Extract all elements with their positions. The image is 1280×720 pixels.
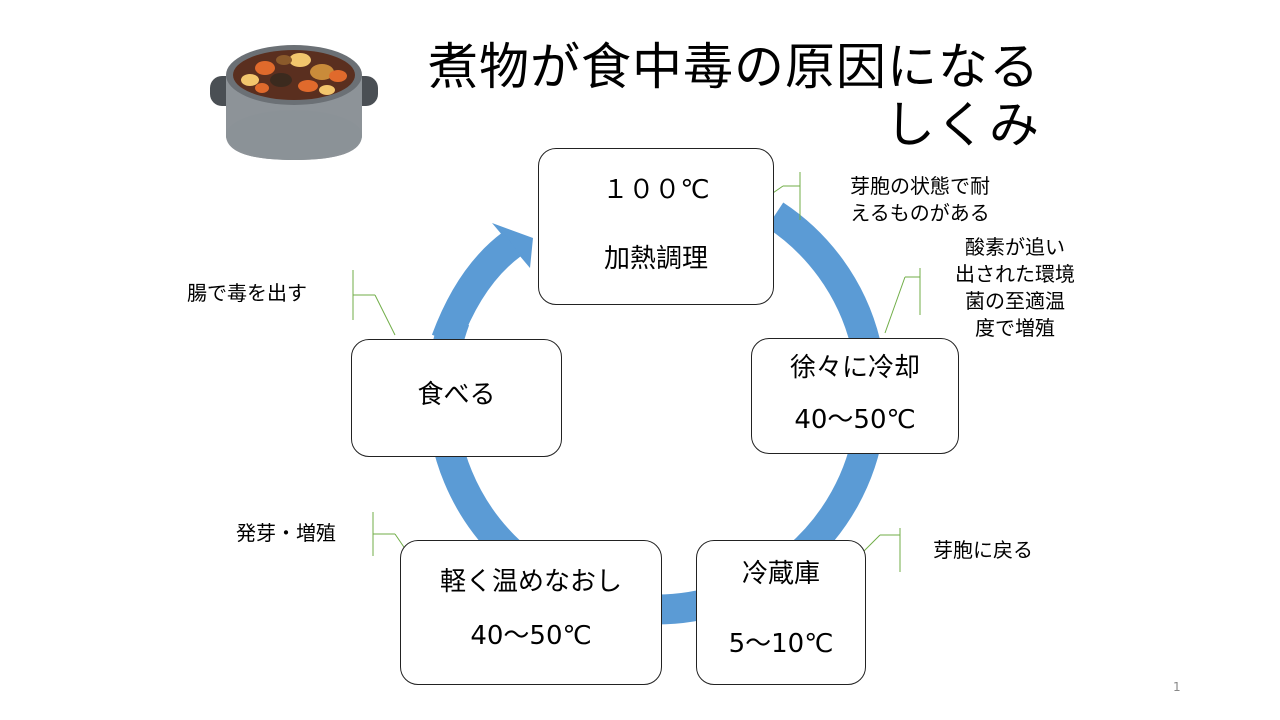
- step-heating-temp: １００℃: [602, 175, 710, 205]
- note-anaerobic-line2: 出された環境: [955, 262, 1075, 286]
- note-anaerobic-line4: 度で増殖: [975, 316, 1055, 340]
- step-cooling-box: 徐々に冷却 40～50℃: [751, 338, 959, 454]
- step-cooling-temp: 40～50℃: [794, 405, 916, 435]
- note-spore-survive-line2: えるものがある: [850, 201, 990, 225]
- step-fridge-temp: 5～10℃: [728, 629, 834, 659]
- note-anaerobic-line1: 酸素が追い: [965, 235, 1065, 259]
- step-reheat-label: 軽く温めなおし: [439, 567, 622, 597]
- note-spore-survive: 芽胞の状態で耐 えるものがある: [820, 173, 1020, 227]
- step-heating-label: 加熱調理: [603, 244, 708, 274]
- step-heating-box: １００℃ 加熱調理: [538, 148, 774, 305]
- page-number: 1: [1173, 680, 1181, 694]
- step-eat-box: 食べる: [351, 339, 562, 457]
- step-eat-label: 食べる: [417, 380, 496, 410]
- title-line-2: しくみ: [885, 96, 1040, 154]
- note-anaerobic: 酸素が追い 出された環境 菌の至適温 度で増殖: [942, 234, 1088, 342]
- note-anaerobic-line3: 菌の至適温: [965, 289, 1065, 313]
- step-reheat-temp: 40～50℃: [470, 621, 592, 651]
- note-toxin: 腸で毒を出す: [187, 281, 307, 305]
- page-title: 煮物が食中毒の原因になる しくみ: [340, 38, 1040, 154]
- note-back-to-spore: 芽胞に戻る: [933, 538, 1033, 562]
- note-spore-survive-line1: 芽胞の状態で耐: [850, 174, 990, 198]
- note-germinate: 発芽・増殖: [236, 521, 336, 545]
- step-fridge-box: 冷蔵庫 5～10℃: [696, 540, 866, 685]
- title-line-1: 煮物が食中毒の原因になる: [428, 38, 1040, 96]
- step-cooling-label: 徐々に冷却: [789, 353, 920, 383]
- step-fridge-label: 冷蔵庫: [741, 559, 820, 589]
- step-reheat-box: 軽く温めなおし 40～50℃: [400, 540, 662, 685]
